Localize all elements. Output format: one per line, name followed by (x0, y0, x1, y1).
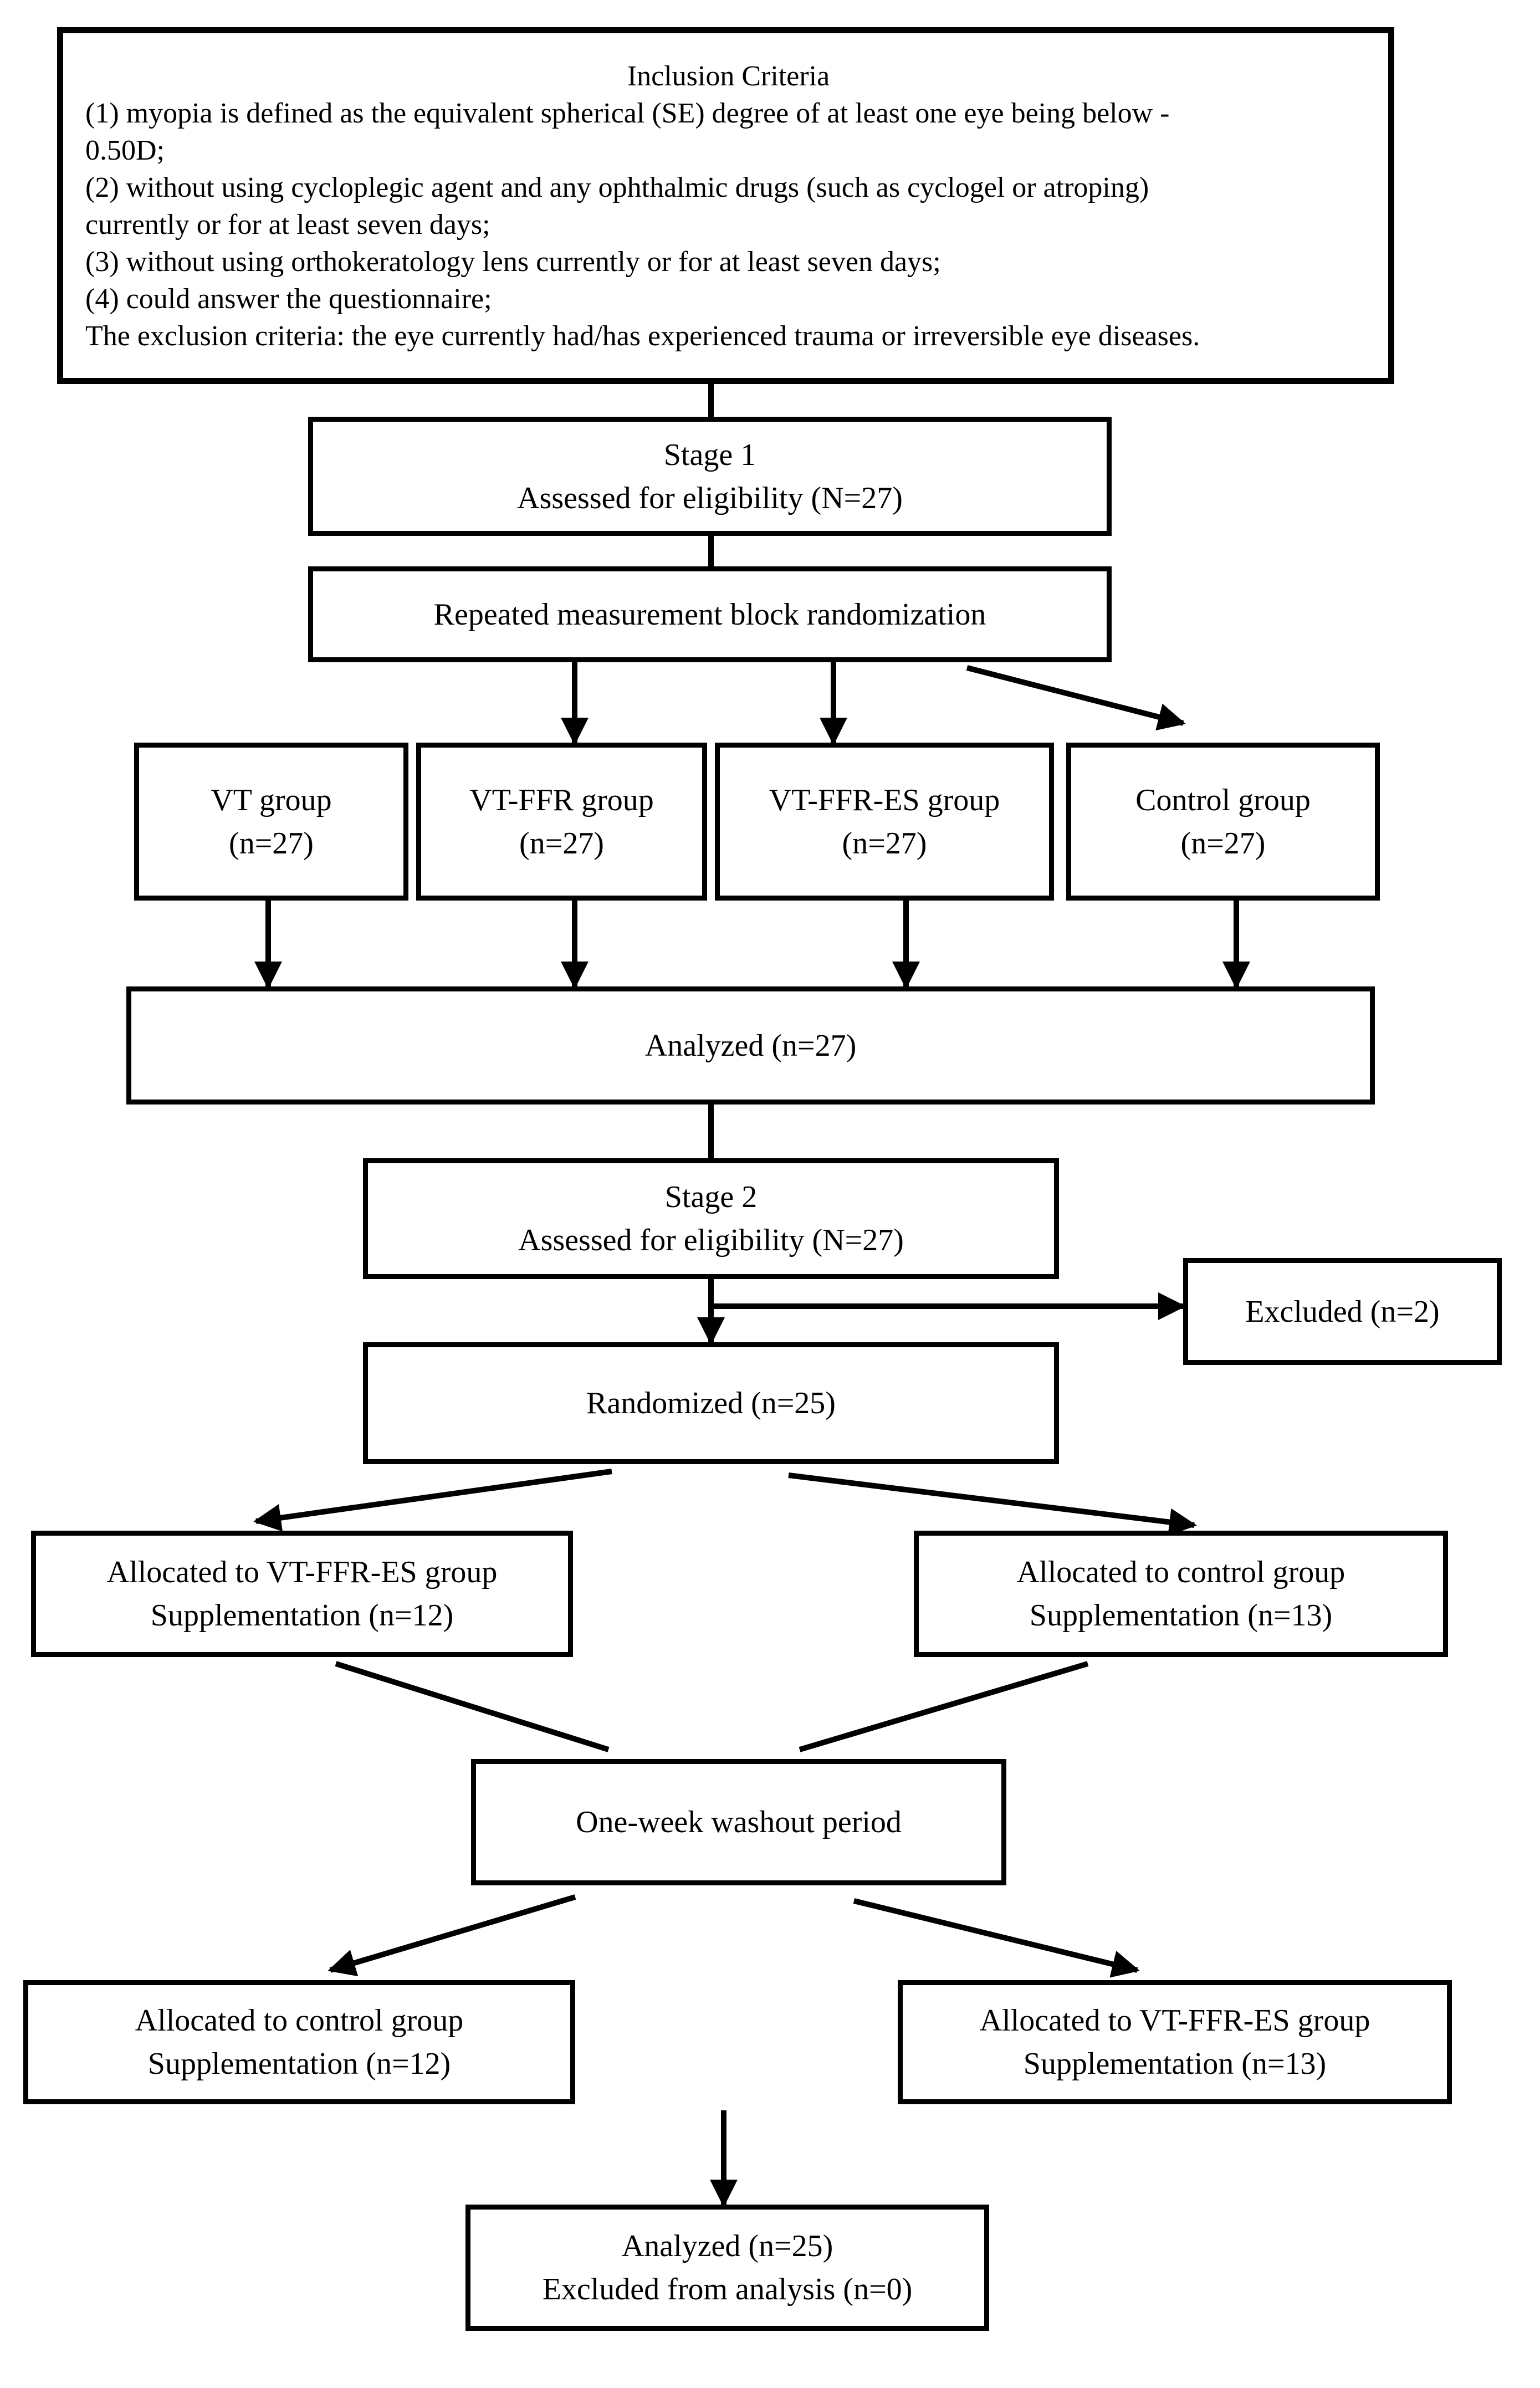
arrow-to-period1-right (788, 1472, 1197, 1536)
analyzed-stage1-label: Analyzed (n=27) (644, 1028, 857, 1063)
group-box-vt-ffr: VT-FFR group (n=27) (416, 743, 707, 901)
exclusion-criteria-line: The exclusion criteria: the eye currentl… (85, 320, 1200, 352)
period2-right-box: Allocated to VT-FFR-ES group Supplementa… (898, 1980, 1452, 2104)
criteria-line: (2) without using cycloplegic agent and … (85, 172, 1149, 203)
period1-right-box: Allocated to control group Supplementati… (914, 1531, 1448, 1657)
group-count: (n=27) (229, 826, 314, 861)
period2-left-box: Allocated to control group Supplementati… (23, 1980, 575, 2104)
group-box-vt-ffr-es: VT-FFR-ES group (n=27) (715, 743, 1054, 901)
stage2-eligibility: Assessed for eligibility (N=27) (518, 1223, 904, 1257)
criteria-line: (3) without using orthokeratology lens c… (85, 246, 941, 278)
group-count: (n=27) (519, 826, 604, 861)
arrow-to-period2-right (853, 1898, 1140, 1978)
stage2-title: Stage 2 (664, 1180, 758, 1214)
randomized-label: Randomized (n=25) (586, 1386, 836, 1420)
inclusion-criteria-box: Inclusion Criteria (1) myopia is defined… (57, 27, 1394, 384)
stage1-box: Stage 1 Assessed for eligibility (N=27) (308, 417, 1112, 536)
stage1-eligibility: Assessed for eligibility (N=27) (517, 480, 903, 515)
group-count: (n=27) (842, 826, 927, 861)
allocation-label: Allocated to VT-FFR-ES group (106, 1555, 498, 1589)
period1-left-box: Allocated to VT-FFR-ES group Supplementa… (31, 1531, 573, 1657)
arrow-to-control-group (966, 665, 1186, 731)
excluded-box: Excluded (n=2) (1183, 1258, 1502, 1365)
supplementation-label: Supplementation (n=12) (147, 2047, 451, 2081)
washout-box: One-week washout period (471, 1759, 1006, 1885)
allocation-label: Allocated to control group (135, 2003, 464, 2038)
washout-label: One-week washout period (576, 1805, 902, 1839)
allocation-label: Allocated to VT-FFR-ES group (979, 2003, 1370, 2038)
final-analysis-box: Analyzed (n=25) Excluded from analysis (… (465, 2205, 989, 2331)
stage2-box: Stage 2 Assessed for eligibility (N=27) (363, 1158, 1059, 1279)
analyzed-stage1-box: Analyzed (n=27) (126, 986, 1375, 1104)
group-name: VT group (211, 783, 332, 817)
arrow-to-period1-left (253, 1469, 612, 1532)
supplementation-label: Supplementation (n=13) (1029, 1598, 1333, 1633)
final-excluded-label: Excluded from analysis (n=0) (542, 2272, 913, 2307)
criteria-line: (1) myopia is defined as the equivalent … (85, 98, 1170, 129)
arrow-to-period2-left (328, 1894, 576, 1977)
excluded-label: Excluded (n=2) (1245, 1294, 1440, 1329)
supplementation-label: Supplementation (n=12) (150, 1598, 454, 1633)
connector-left-to-washout (335, 1661, 610, 1752)
group-name: VT-FFR-ES group (769, 783, 1000, 817)
group-box-vt: VT group (n=27) (134, 743, 408, 901)
group-name: VT-FFR group (469, 783, 654, 817)
group-box-control: Control group (n=27) (1066, 743, 1380, 901)
criteria-line: (4) could answer the questionnaire; (85, 283, 492, 315)
stage1-title: Stage 1 (663, 437, 756, 472)
randomized-box: Randomized (n=25) (363, 1342, 1059, 1464)
final-analyzed-label: Analyzed (n=25) (621, 2229, 833, 2263)
criteria-line: currently or for at least seven days; (85, 209, 490, 241)
randomization-label: Repeated measurement block randomization (433, 597, 986, 632)
group-count: (n=27) (1180, 826, 1266, 861)
randomization-box: Repeated measurement block randomization (308, 566, 1112, 662)
criteria-line: 0.50D; (85, 135, 165, 166)
connector-right-to-washout (799, 1661, 1089, 1752)
inclusion-criteria-title: Inclusion Criteria (627, 60, 830, 92)
group-name: Control group (1135, 783, 1311, 817)
allocation-label: Allocated to control group (1016, 1555, 1345, 1589)
supplementation-label: Supplementation (n=13) (1023, 2047, 1327, 2081)
